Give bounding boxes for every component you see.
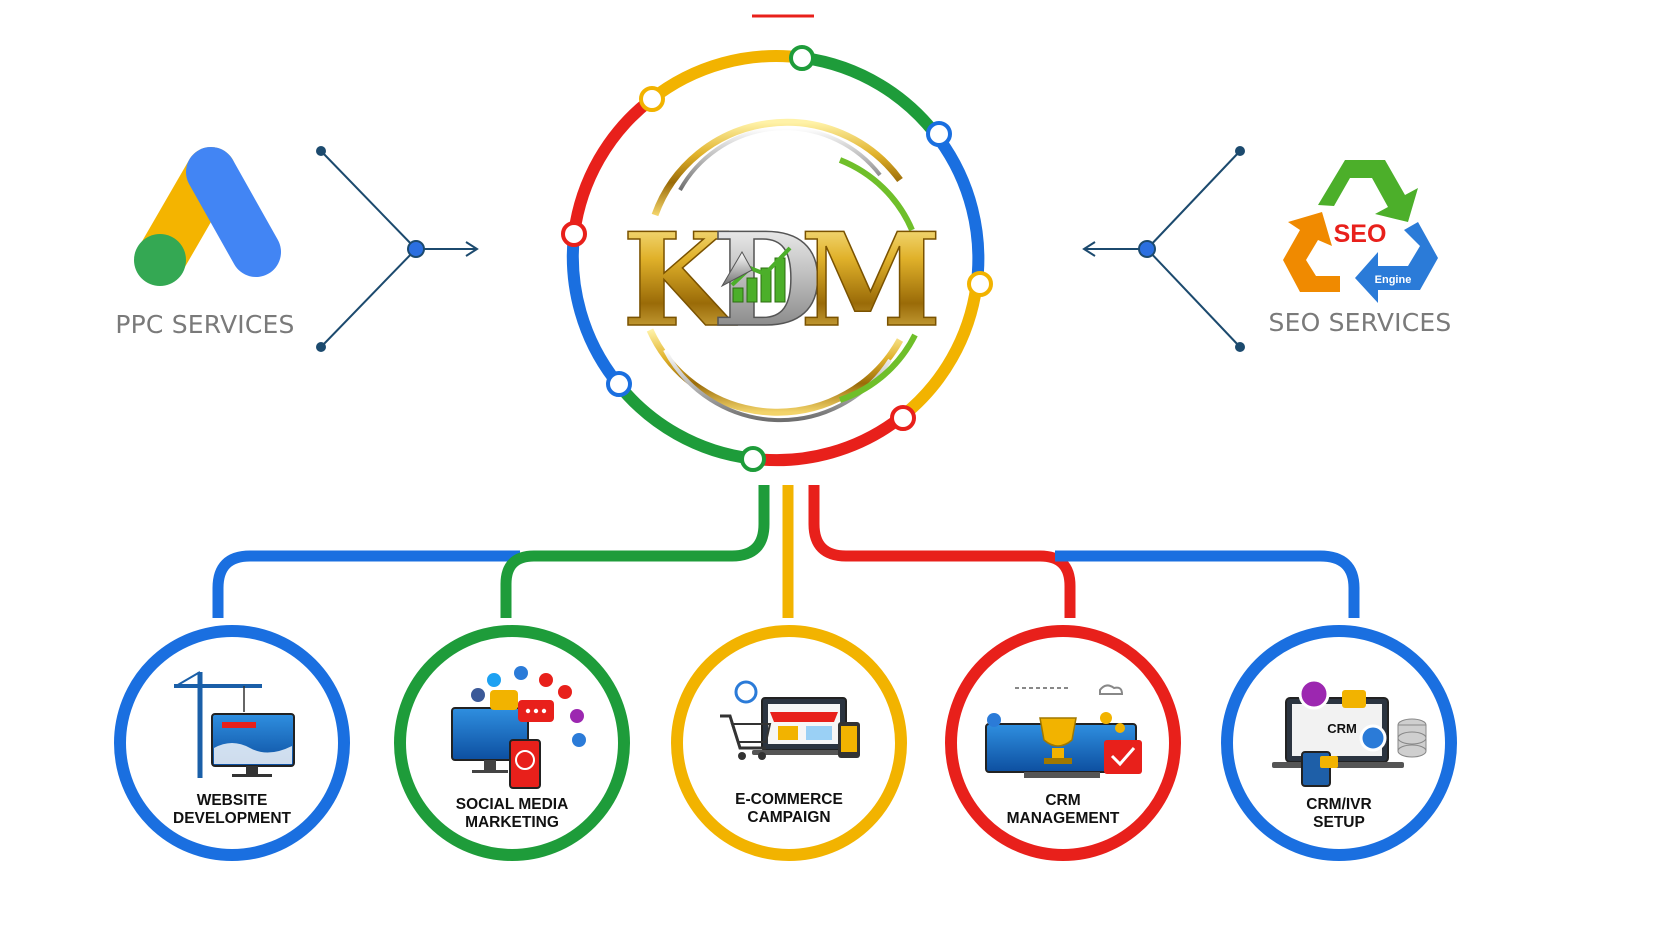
ring-node-dot <box>890 405 916 431</box>
ring-arc-red-bottom <box>751 411 906 467</box>
service-label-crm-ivr-line1: CRM/IVR <box>1306 796 1371 813</box>
seo-icon-text: SEO <box>1334 220 1387 248</box>
connector-dot <box>316 146 326 156</box>
logo-letter-k: K <box>622 206 738 356</box>
seo-icon-subtext: Engine <box>1375 274 1412 286</box>
tree-connectors <box>212 485 1360 618</box>
service-label-ecommerce-line1: E-COMMERCE <box>735 791 843 808</box>
seo-services-label: SEO SERVICES <box>1269 308 1452 337</box>
central-ring <box>561 45 993 472</box>
ring-arc-yellow-right <box>898 284 983 421</box>
ring-arc-blue-left <box>566 232 622 387</box>
ring-node-dot <box>561 221 587 247</box>
logo-swoosh-top-silver <box>678 126 882 191</box>
logo-swoosh-green-top <box>838 157 915 232</box>
service-label-social-line1: SOCIAL MEDIA <box>456 796 569 813</box>
connector-dot <box>316 342 326 352</box>
logo-letter-m: M <box>800 206 942 356</box>
ppc-services-label: PPC SERVICES <box>115 310 294 339</box>
connector-blue-right <box>1055 550 1360 618</box>
ring-arc-yellow-top <box>646 50 805 105</box>
crm-trophy-icon <box>985 684 1142 778</box>
google-ads-icon <box>134 147 281 286</box>
ring-arc-green-bottom <box>612 378 753 465</box>
connector-blue-left <box>212 550 520 618</box>
social-media-icon <box>451 666 586 789</box>
ring-node-dot <box>740 446 766 472</box>
ring-node-dot <box>639 86 665 112</box>
database-icon <box>1397 718 1427 758</box>
connector-green <box>500 485 770 618</box>
crm-screen-text: CRM <box>1327 721 1357 736</box>
ring-node-dot <box>926 121 952 147</box>
service-label-ecommerce-line2: CAMPAIGN <box>747 809 830 826</box>
ring-node-dot <box>606 371 632 397</box>
seo-recycle-icon: SEO Engine <box>1283 160 1438 303</box>
logo-swoosh-top-gold <box>651 118 903 217</box>
growth-chart-icon <box>720 246 792 303</box>
service-label-crm-ivr-line2: SETUP <box>1313 814 1365 831</box>
right-connector <box>1082 150 1241 348</box>
ring-node-dot <box>967 271 993 297</box>
ecommerce-cart-icon <box>720 680 860 760</box>
ring-arc-blue-right <box>934 135 985 287</box>
connector-red <box>808 485 1076 618</box>
service-label-crm-line2: MANAGEMENT <box>1007 810 1120 827</box>
service-label-website-line1: WEBSITE <box>197 792 268 809</box>
kdm-logo: K D M <box>621 118 942 423</box>
service-label-social-line2: MARKETING <box>465 814 559 831</box>
service-label-website-line2: DEVELOPMENT <box>173 810 292 827</box>
connector-hub-dot <box>407 240 425 258</box>
ring-arc-green-top <box>803 51 945 143</box>
connector-dot <box>1235 146 1245 156</box>
ring-node-dot <box>789 45 815 71</box>
logo-swoosh-green-bottom <box>839 333 918 403</box>
connector-dot <box>1235 342 1245 352</box>
service-label-crm-line1: CRM <box>1045 792 1080 809</box>
crm-ivr-icon: CRM <box>1272 678 1427 787</box>
ring-arc-red-left <box>568 95 655 234</box>
connector-hub-dot <box>1138 240 1156 258</box>
left-connector <box>320 150 479 348</box>
website-construction-icon <box>174 671 295 778</box>
